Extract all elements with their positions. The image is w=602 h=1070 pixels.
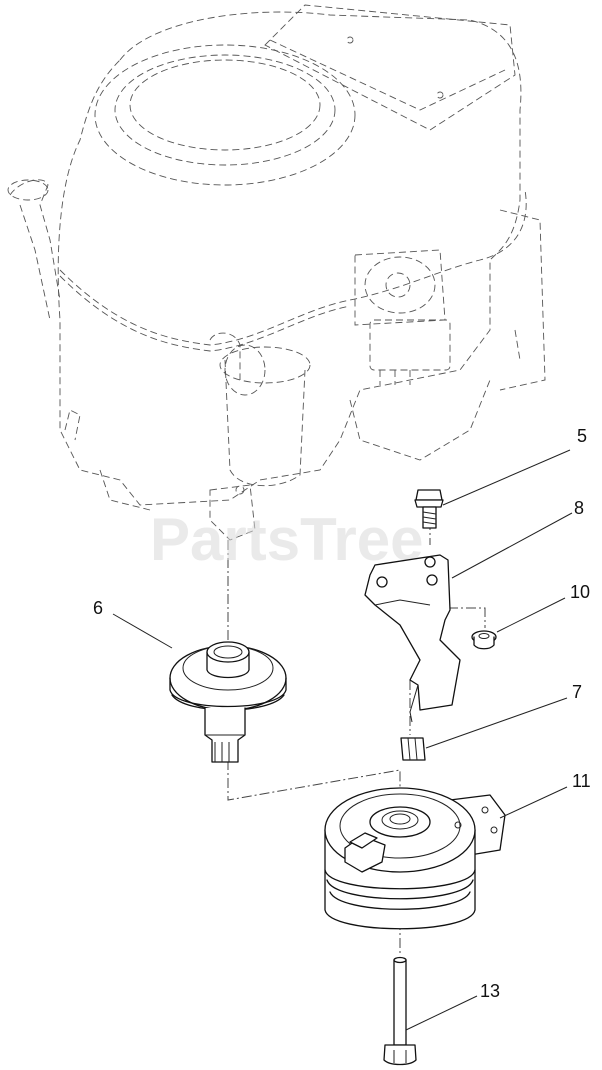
clutch-bolt-icon bbox=[383, 956, 417, 1066]
leader-7 bbox=[425, 697, 568, 749]
leader-11 bbox=[499, 786, 568, 819]
flange-nut-icon bbox=[471, 630, 497, 650]
callout-leaders bbox=[112, 449, 573, 1031]
watermark: PartsTree bbox=[150, 506, 424, 573]
callout-7: 7 bbox=[572, 682, 582, 702]
callout-6: 6 bbox=[93, 598, 103, 618]
callout-5: 5 bbox=[577, 426, 587, 446]
engine-icon bbox=[7, 4, 546, 541]
spacer-icon bbox=[400, 737, 426, 761]
leader-8 bbox=[451, 512, 573, 579]
callout-13: 13 bbox=[480, 981, 500, 1001]
callout-10: 10 bbox=[570, 582, 590, 602]
leader-13 bbox=[405, 995, 478, 1031]
leader-10 bbox=[496, 597, 566, 633]
leader-5 bbox=[442, 449, 571, 506]
bracket-icon bbox=[364, 554, 461, 723]
callout-8: 8 bbox=[574, 498, 584, 518]
pulley-icon bbox=[169, 641, 287, 763]
leader-6 bbox=[112, 613, 173, 649]
electric-pto-clutch-icon bbox=[324, 787, 506, 930]
callout-11: 11 bbox=[572, 771, 591, 791]
bolt-icon bbox=[414, 489, 444, 529]
